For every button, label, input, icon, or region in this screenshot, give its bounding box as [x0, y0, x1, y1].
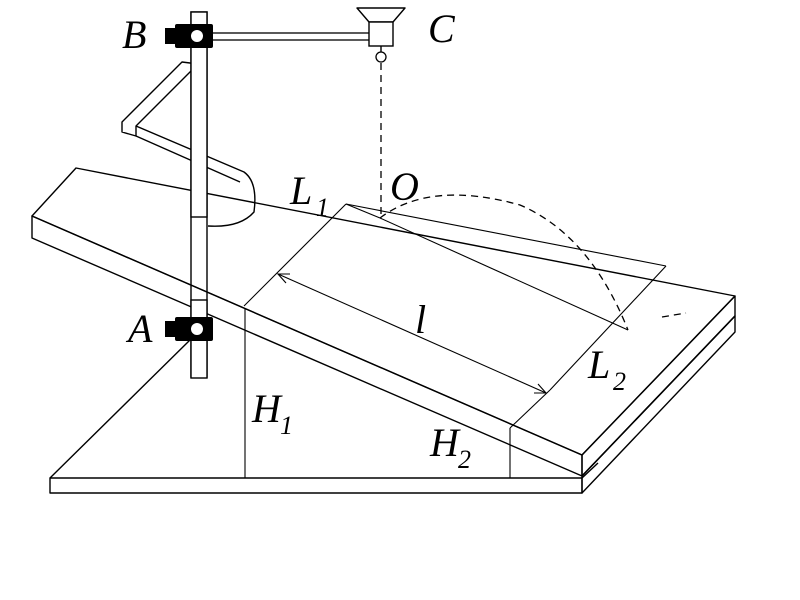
clamp-a — [165, 317, 213, 341]
projection-line — [379, 217, 629, 331]
funnel-c — [356, 7, 406, 63]
label-b: B — [122, 12, 146, 57]
label-h2: H — [429, 420, 461, 465]
label-h1: H — [251, 386, 283, 431]
boundary-line-right-top — [549, 265, 667, 391]
label-h1-subscript: 1 — [280, 411, 293, 440]
label-a: A — [125, 306, 153, 351]
boundary-line-right — [509, 389, 551, 429]
label-l2-subscript: 2 — [613, 367, 626, 396]
boundary-line-left — [243, 203, 347, 307]
label-h2-subscript: 2 — [458, 445, 471, 474]
label-l2: L — [587, 342, 610, 387]
label-l1-subscript: 1 — [316, 193, 329, 222]
trajectory-dashed-curve — [379, 194, 629, 331]
label-o: O — [390, 164, 419, 209]
label-c: C — [428, 6, 456, 51]
edge-segment — [345, 203, 381, 219]
trajectory-dashed-tail — [661, 312, 687, 318]
horizontal-arm — [206, 32, 373, 41]
label-l: l — [415, 297, 426, 342]
label-l1: L — [289, 168, 312, 213]
base-board — [49, 339, 599, 494]
stand-post-upper — [190, 11, 208, 218]
curved-track — [121, 61, 256, 227]
clamp-b — [165, 24, 213, 48]
length-l-arrow — [276, 273, 548, 394]
plank-midline — [345, 203, 667, 267]
inclined-plank — [31, 167, 736, 494]
